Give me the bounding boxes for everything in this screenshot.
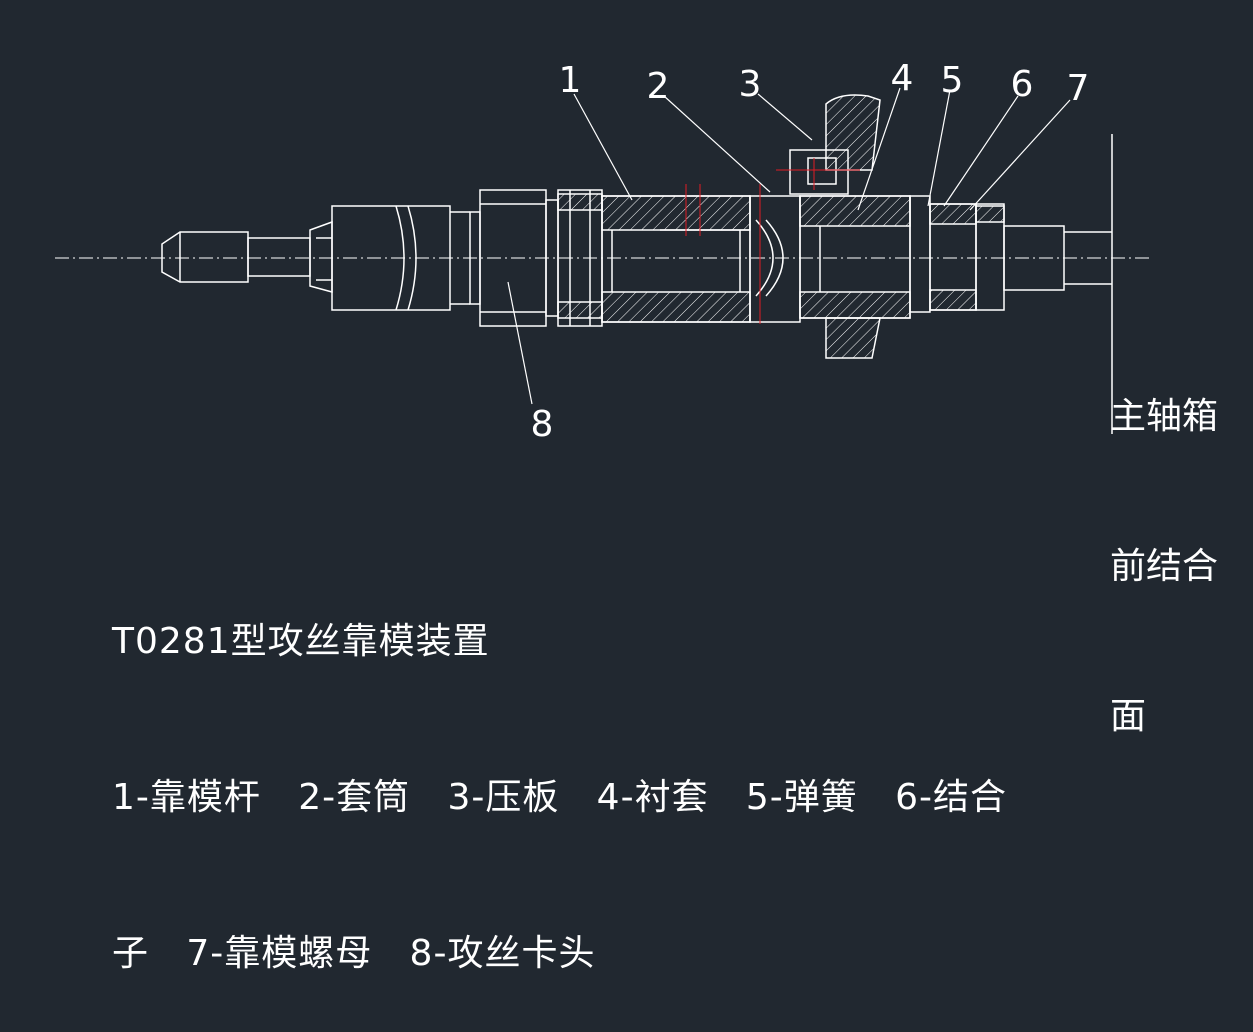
leader-lines (507, 87, 1071, 405)
callout-5: 5 (941, 60, 964, 101)
tapping-die-assembly-drawing: 1 2 3 4 5 6 7 8 (55, 58, 1150, 445)
callout-6: 6 (1011, 64, 1034, 105)
callout-4: 4 (891, 58, 914, 99)
cad-viewport[interactable]: 1 2 3 4 5 6 7 8 主轴箱 前结合 面 T0281型攻丝靠模装置 1… (0, 0, 1253, 974)
legend-line-2: 子 7-靠模螺母 8-攻丝卡头 (112, 933, 596, 974)
spring-coupler-nut (909, 195, 1005, 313)
caption-block: T0281型攻丝靠模装置 1-靠模杆 2-套筒 3-压板 4-衬套 5-弹簧 6… (112, 512, 1007, 1032)
caption-title: T0281型攻丝靠模装置 (112, 621, 490, 662)
callout-8: 8 (531, 404, 554, 445)
callout-1: 1 (559, 60, 582, 101)
template-rod (601, 195, 751, 323)
tap-nose (161, 220, 333, 293)
side-label-line-2: 前结合 (1110, 546, 1219, 587)
red-marks (685, 158, 860, 324)
callout-7: 7 (1067, 68, 1090, 109)
side-label-line-1: 主轴箱 (1110, 396, 1219, 437)
callout-numbers: 1 2 3 4 5 6 7 8 (531, 58, 1090, 445)
sleeve (749, 195, 911, 323)
callout-3: 3 (739, 64, 762, 105)
spindle-box-face-label: 主轴箱 前结合 面 (1110, 292, 1218, 792)
side-label-line-3: 面 (1110, 696, 1147, 737)
callout-2: 2 (647, 66, 670, 107)
pressure-plate (789, 94, 881, 359)
legend-line-1: 1-靠模杆 2-套筒 3-压板 4-衬套 5-弹簧 6-结合 (112, 777, 1008, 818)
spindle-shaft (1003, 225, 1112, 291)
